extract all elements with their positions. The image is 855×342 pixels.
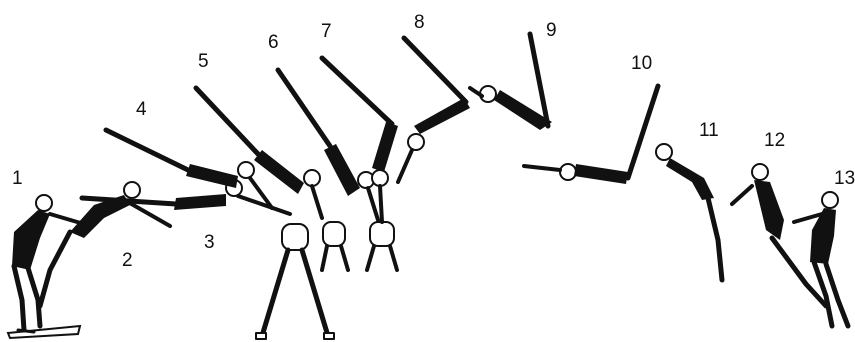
phase-label-1: 1 <box>12 168 23 189</box>
phase-label-2: 2 <box>122 250 133 271</box>
phase-label-11: 11 <box>699 120 719 141</box>
phase-label-10: 10 <box>631 53 652 74</box>
phase-label-8: 8 <box>414 12 425 33</box>
gymnast-phase-7 <box>322 58 398 222</box>
phase-label-3: 3 <box>204 232 215 253</box>
phase-label-6: 6 <box>268 32 279 53</box>
phase-label-7: 7 <box>321 21 332 42</box>
gymnast-phase-6 <box>278 70 378 220</box>
gymnast-phase-8 <box>398 38 470 182</box>
phase-number-labels: 1 2 3 4 5 6 7 8 9 10 11 12 13 <box>12 12 855 271</box>
gymnast-phase-9 <box>470 34 552 130</box>
gymnast-phase-11 <box>656 144 722 280</box>
phase-label-9: 9 <box>546 20 557 41</box>
phase-label-12: 12 <box>764 130 785 151</box>
phase-label-5: 5 <box>198 51 209 72</box>
phase-label-13: 13 <box>834 168 855 189</box>
vaulting-horse <box>256 222 397 339</box>
phase-label-4: 4 <box>136 99 147 120</box>
gymnast-phase-1 <box>12 195 84 332</box>
springboard <box>8 326 80 338</box>
gymnast-phase-13 <box>794 192 848 326</box>
